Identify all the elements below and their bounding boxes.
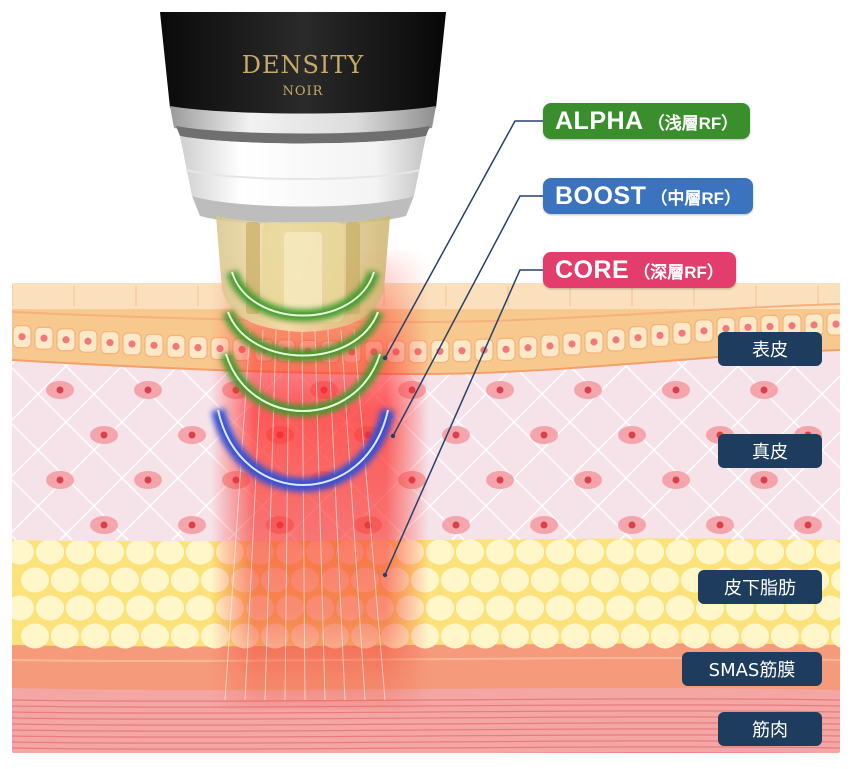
layer-label-muscle: 筋肉: [718, 712, 822, 746]
callout-line-core: [384, 269, 543, 576]
callout-lines: [384, 120, 543, 576]
rf-mode-boost-name: BOOST: [555, 181, 647, 210]
rf-mode-core: CORE （深層RF）: [543, 252, 736, 288]
brand-name: DENSITY: [242, 51, 365, 79]
rf-mode-boost: BOOST （中層RF）: [543, 178, 754, 214]
callout-line-boost: [392, 195, 543, 437]
layer-label-epidermis: 表皮: [718, 332, 822, 366]
rf-mode-core-name: CORE: [555, 255, 630, 284]
brand-subname: NOIR: [283, 84, 324, 99]
rf-mode-alpha-name: ALPHA: [555, 106, 644, 135]
callout-line-alpha: [384, 120, 543, 359]
rf-mode-boost-depth: （中層RF）: [650, 188, 742, 208]
layer-label-smas: SMAS筋膜: [682, 652, 822, 686]
rf-mode-core-depth: （深層RF）: [633, 262, 724, 282]
rf-mode-alpha-depth: （浅層RF）: [647, 113, 739, 133]
layer-label-dermis: 真皮: [718, 434, 822, 468]
rf-energy-arcs: [211, 269, 395, 492]
layer-label-subcutaneous-fat: 皮下脂肪: [698, 570, 822, 604]
rf-mode-alpha: ALPHA （浅層RF）: [543, 103, 751, 139]
